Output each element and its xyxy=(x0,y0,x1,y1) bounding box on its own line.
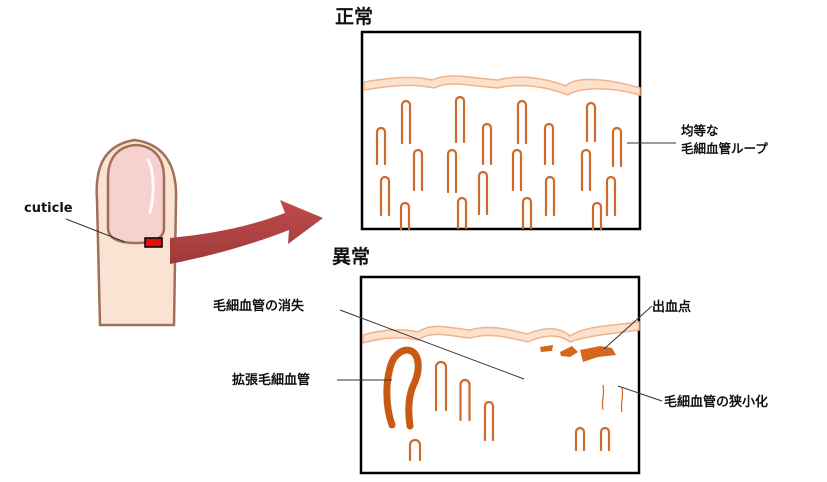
capillary-loop xyxy=(400,99,412,145)
capillary-loop xyxy=(605,175,617,217)
narrowed-capillary xyxy=(620,387,624,413)
cuticle-label: cuticle xyxy=(24,201,73,216)
narrowed-capillary xyxy=(601,384,605,411)
capillary-loop xyxy=(516,99,528,145)
capillary-loop xyxy=(446,148,458,194)
capillary-loop xyxy=(412,148,424,192)
normal-epidermis-band xyxy=(363,75,641,96)
hemorrhage-spot xyxy=(560,346,578,357)
capillary-loop xyxy=(580,148,592,192)
narrowing-leader xyxy=(617,385,663,402)
narrowing-label: 毛細血管の狭小化 xyxy=(664,394,768,410)
capillary-loss-label: 毛細血管の消失 xyxy=(213,298,305,314)
normal-panel xyxy=(360,30,642,231)
hemorrhage-leader xyxy=(603,305,653,350)
abnormal-heading: 異常 xyxy=(332,245,370,268)
capillary-loop xyxy=(434,360,448,412)
hemorrhage-label: 出血点 xyxy=(652,299,691,315)
nail-highlight xyxy=(146,158,155,214)
capillary-loop xyxy=(543,122,555,166)
capillary-loop xyxy=(399,201,411,231)
capillary-loop xyxy=(408,438,422,462)
abnormal-capillary-loops xyxy=(383,346,624,462)
dilated-capillary-loop xyxy=(383,346,422,430)
normal-heading: 正常 xyxy=(335,5,373,28)
capillary-loop xyxy=(599,426,611,452)
dilated-capillary-label: 拡張毛細血管 xyxy=(232,372,310,388)
capillary-loop xyxy=(483,400,495,442)
capillary-loop xyxy=(459,378,471,422)
hemorrhage-spot xyxy=(540,345,553,352)
capillary-loss-leader xyxy=(339,309,525,380)
capillary-loop xyxy=(611,126,623,168)
capillary-loop xyxy=(481,122,493,166)
capillary-loop xyxy=(591,201,603,231)
finger-illustration xyxy=(95,138,178,327)
cuticle-leader-line xyxy=(65,218,126,243)
capillary-loop xyxy=(544,175,556,217)
fingernail xyxy=(106,143,166,245)
hemorrhage-spot xyxy=(580,346,616,362)
normal-note-line1: 均等な xyxy=(681,123,719,138)
capillary-loop xyxy=(574,426,586,452)
normal-capillary-loops xyxy=(375,95,623,231)
capillary-loop xyxy=(511,148,523,192)
capillary-loop xyxy=(521,196,533,230)
capillary-loop xyxy=(456,196,468,230)
abnormal-panel xyxy=(359,275,641,475)
capillary-loop xyxy=(477,170,489,216)
normal-note-line2: 毛細血管ループ xyxy=(681,141,768,156)
capillary-loop xyxy=(585,101,597,143)
capillary-loop xyxy=(379,175,391,217)
capillary-loop xyxy=(454,95,466,144)
nailfold-marker xyxy=(144,237,163,248)
abnormal-epidermis-band xyxy=(362,321,640,345)
magnify-arrow xyxy=(170,200,323,264)
capillary-loop xyxy=(375,126,387,166)
